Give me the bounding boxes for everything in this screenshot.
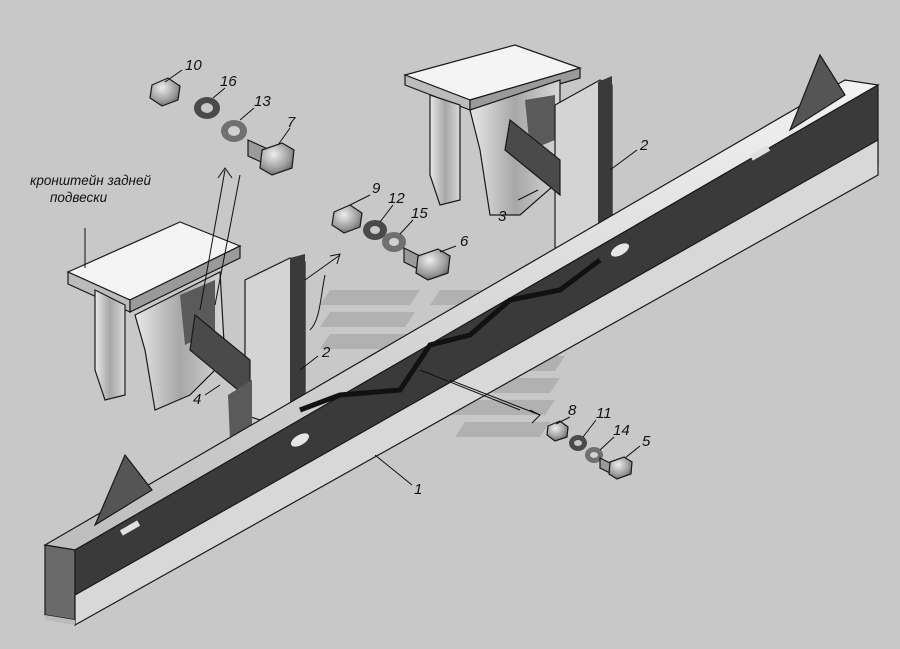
callout-7: 7 — [287, 114, 296, 131]
callout-11: 11 — [596, 405, 612, 422]
callout-labels: 10 16 13 7 9 12 15 6 8 11 14 5 1 2 2 3 4 — [185, 57, 651, 498]
callout-3: 3 — [498, 208, 507, 225]
fastener-set-lower-right — [546, 420, 633, 480]
callout-15: 15 — [411, 205, 428, 222]
callout-12: 12 — [388, 190, 405, 207]
callout-2-lower: 2 — [321, 344, 331, 361]
callout-16: 16 — [220, 73, 237, 90]
caption-line-2: подвески — [50, 190, 108, 205]
nut-10 — [149, 77, 181, 107]
caption-line-1: кронштейн задней — [30, 173, 151, 188]
callout-13: 13 — [254, 93, 271, 110]
callout-14: 14 — [613, 422, 630, 439]
callout-6: 6 — [460, 233, 469, 250]
bolt-5 — [599, 456, 633, 480]
callout-4: 4 — [193, 391, 201, 408]
bracket-caption: кронштейн задней подвески — [30, 173, 151, 205]
callout-2-upper: 2 — [639, 137, 649, 154]
bolt-6 — [403, 247, 451, 281]
callout-8: 8 — [568, 402, 577, 419]
callout-10: 10 — [185, 57, 202, 74]
crossbeam — [43, 53, 880, 627]
fastener-set-upper-left — [149, 77, 295, 176]
nut-9 — [331, 204, 363, 234]
assembly-arrows — [199, 167, 541, 424]
leader-lines — [84, 69, 641, 486]
callout-9: 9 — [372, 180, 381, 197]
vertical-post-left — [189, 254, 306, 440]
callout-1: 1 — [414, 481, 422, 498]
bolt-7 — [247, 139, 295, 176]
callout-5: 5 — [642, 433, 651, 450]
rear-suspension-bracket-left — [66, 221, 242, 411]
nut-8 — [546, 420, 569, 442]
fastener-set-middle — [331, 204, 451, 281]
